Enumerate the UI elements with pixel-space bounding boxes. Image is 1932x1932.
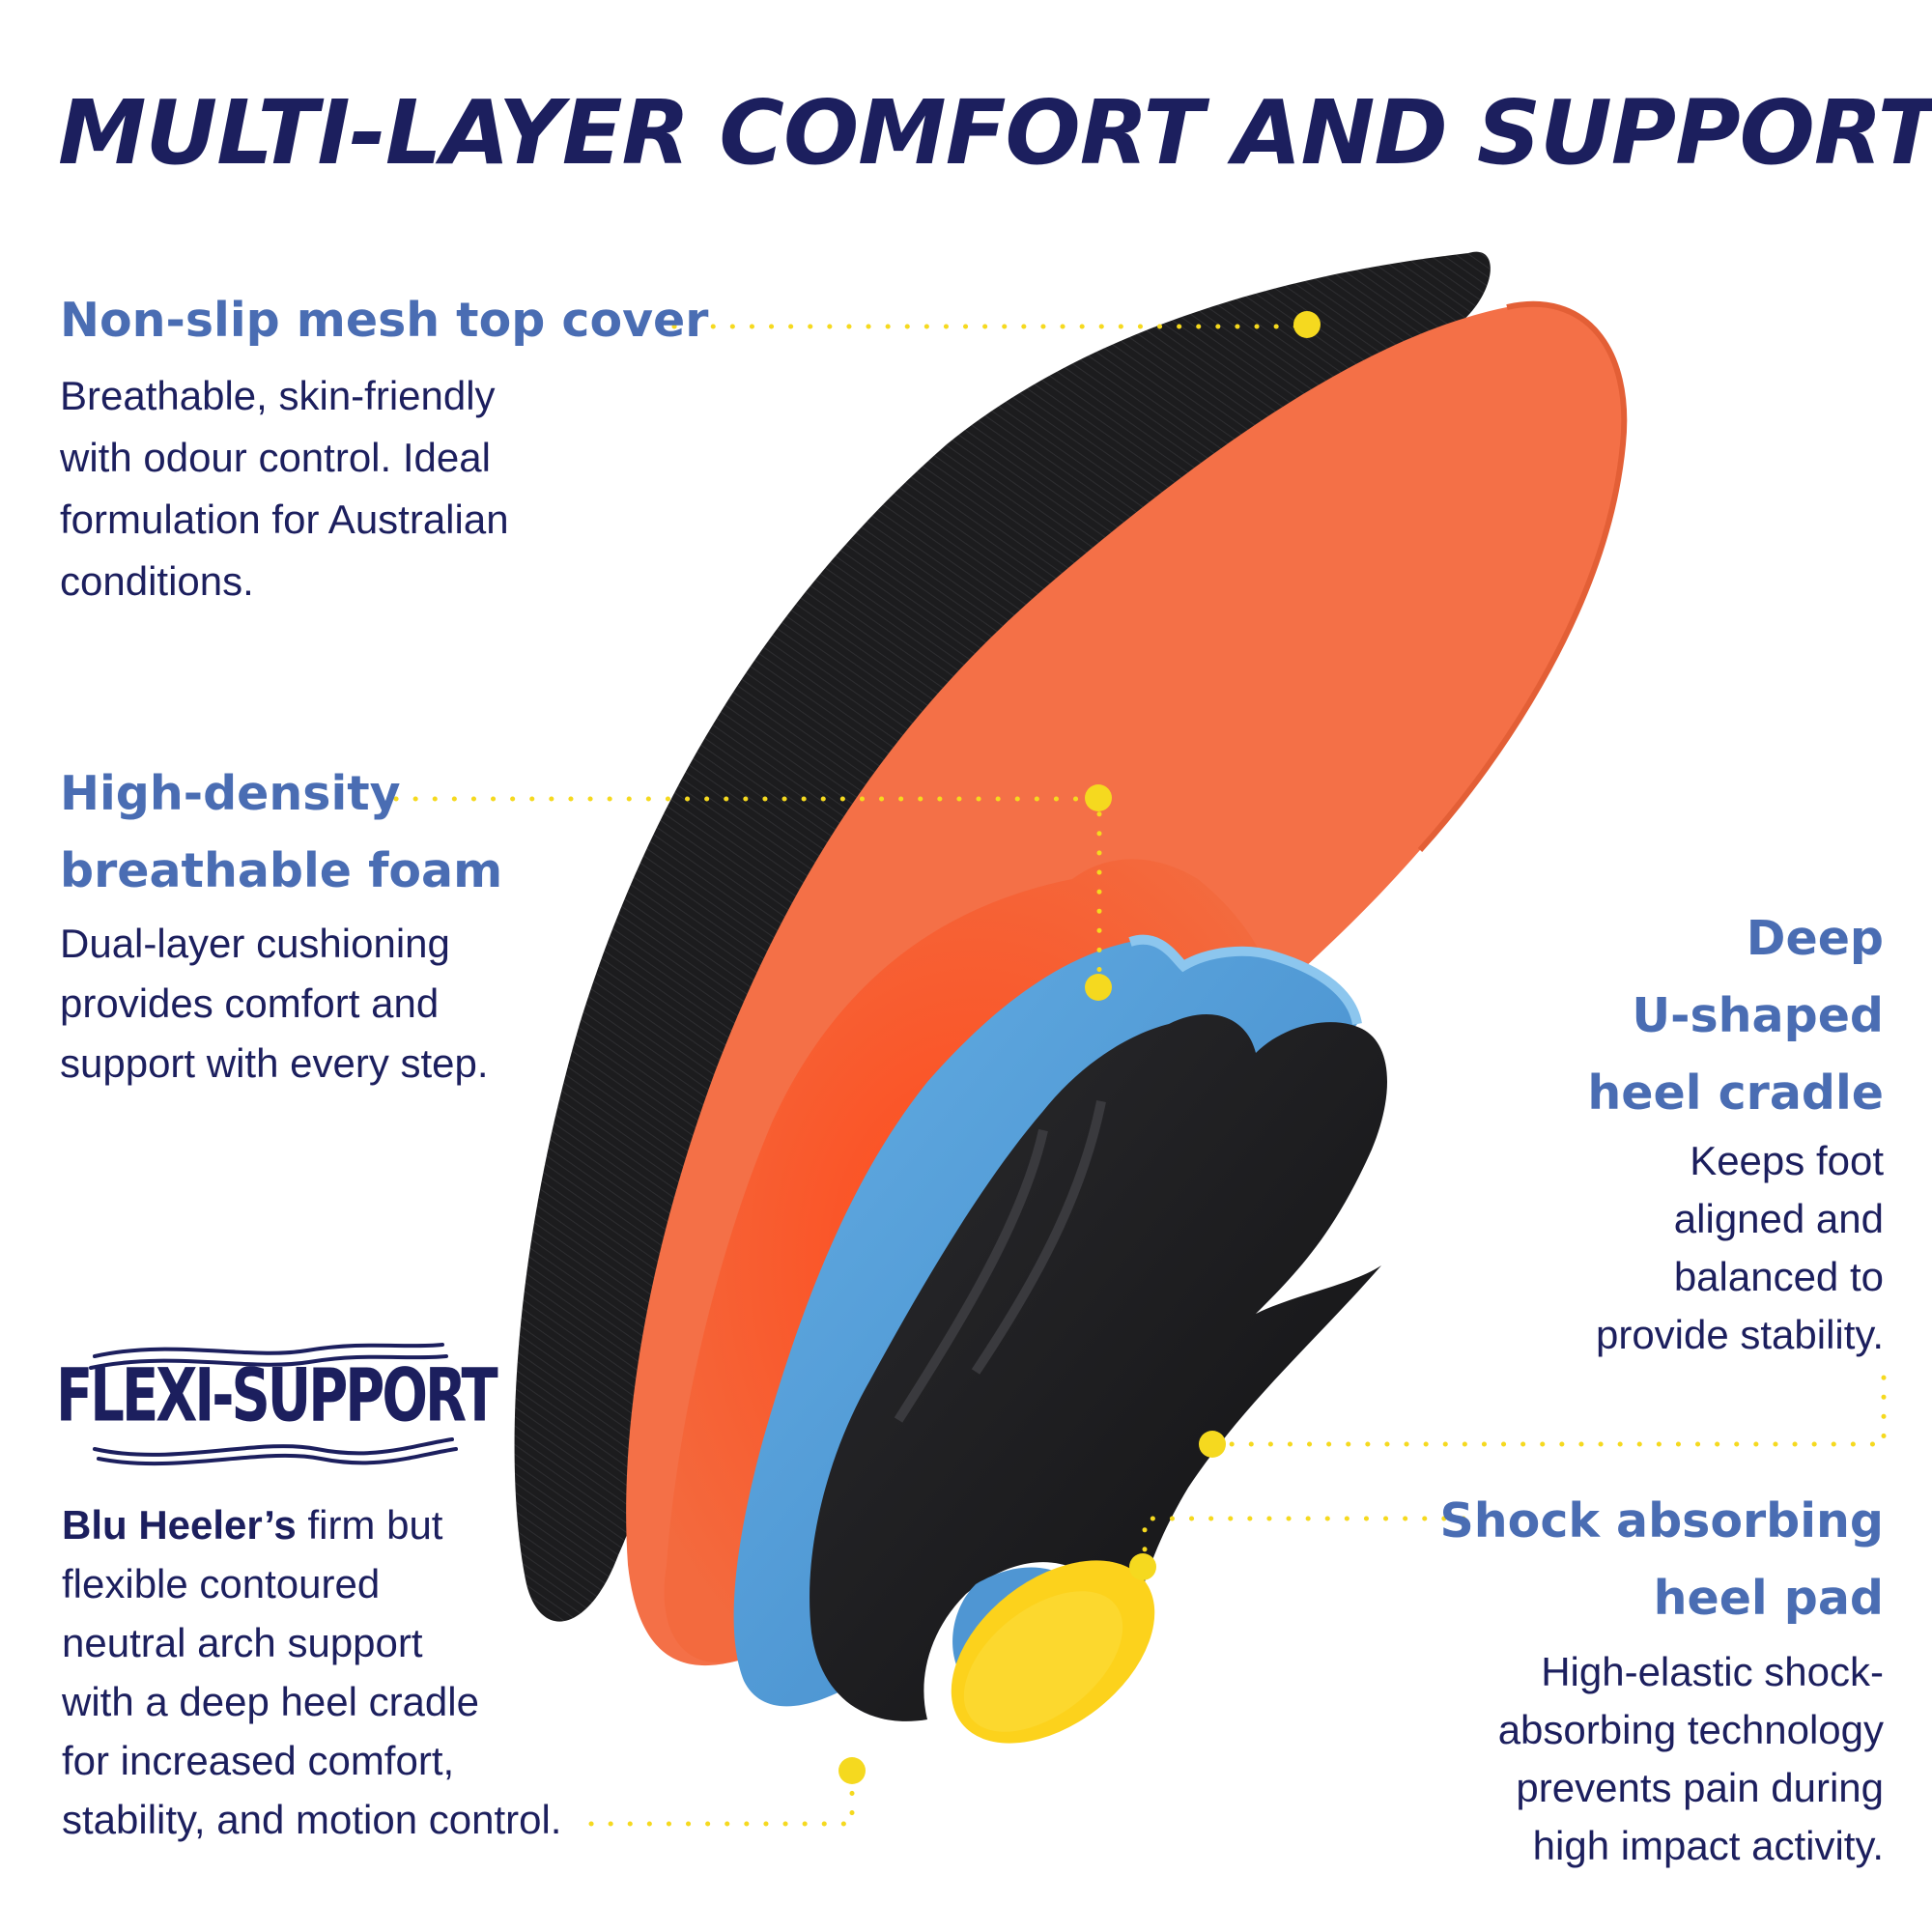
feature-mesh-cover: Non-slip mesh top cover Breathable, skin… xyxy=(60,282,709,612)
feature-heel-cradle: Deep U-shaped heel cradle Keeps foot ali… xyxy=(1439,900,1884,1364)
foam-callout-dot-bottom xyxy=(1085,974,1112,1001)
feature-mesh-desc-line: formulation for Australian xyxy=(60,497,509,542)
feature-foam-desc-line: support with every step. xyxy=(60,1040,489,1086)
arch-callout-dot xyxy=(838,1757,866,1784)
feature-heelpad-desc-line: high impact activity. xyxy=(1532,1823,1884,1868)
heelpad-callout-dot xyxy=(1129,1553,1156,1580)
feature-cradle-title-line: heel cradle xyxy=(1587,1065,1884,1121)
arch-desc-line: flexible contoured xyxy=(62,1561,381,1606)
feature-foam-desc-line: provides comfort and xyxy=(60,980,440,1026)
feature-foam-title-line: breathable foam xyxy=(60,843,503,898)
arch-desc-line: stability, and motion control. xyxy=(62,1797,562,1842)
flexi-support-logo: FLEXI-SUPPORT xyxy=(56,1331,498,1466)
feature-arch-support: Blu Heeler’s firm but flexible contoured… xyxy=(62,1495,641,1849)
feature-cradle-title-line: Deep xyxy=(1746,911,1884,966)
arch-desc-line: neutral arch support xyxy=(62,1620,423,1665)
feature-cradle-title-line: U-shaped xyxy=(1632,988,1884,1043)
mesh-callout-dot xyxy=(1293,311,1321,338)
feature-cradle-desc-line: provide stability. xyxy=(1595,1312,1884,1357)
feature-foam: High-density breathable foam Dual-layer … xyxy=(60,755,601,1094)
arch-desc-line: with a deep heel cradle xyxy=(62,1679,479,1724)
feature-heelpad-desc-line: High-elastic shock- xyxy=(1541,1649,1884,1694)
feature-cradle-desc-line: balanced to xyxy=(1673,1254,1884,1299)
page-title: MULTI-LAYER COMFORT AND SUPPORT xyxy=(58,81,1932,185)
arch-desc-first-rest: firm but xyxy=(296,1502,443,1548)
feature-foam-desc-line: Dual-layer cushioning xyxy=(60,921,450,966)
feature-mesh-desc-line: with odour control. Ideal xyxy=(60,435,491,480)
wave-lines-icon xyxy=(89,1343,458,1466)
feature-heelpad-desc-line: prevents pain during xyxy=(1516,1765,1884,1810)
feature-cradle-desc-line: aligned and xyxy=(1673,1196,1884,1241)
brand-lead: Blu Heeler’s xyxy=(62,1502,297,1548)
feature-heelpad-desc-line: absorbing technology xyxy=(1497,1707,1884,1752)
feature-cradle-desc-line: Keeps foot xyxy=(1690,1138,1884,1183)
foam-callout-dot-top xyxy=(1085,784,1112,811)
feature-mesh-title: Non-slip mesh top cover xyxy=(60,293,709,348)
arch-desc-line: for increased comfort, xyxy=(62,1738,455,1783)
heel-cradle-shell xyxy=(810,1014,1388,1721)
feature-heelpad-title-line: heel pad xyxy=(1653,1571,1884,1626)
cradle-callout-dot xyxy=(1199,1431,1226,1458)
feature-heel-pad: Shock absorbing heel pad High-elastic sh… xyxy=(1391,1483,1885,1875)
foam-leader-line xyxy=(393,796,1102,990)
feature-mesh-desc-line: conditions. xyxy=(60,558,254,604)
feature-mesh-desc-line: Breathable, skin-friendly xyxy=(60,373,496,418)
brand-name: FLEXI-SUPPORT xyxy=(56,1353,498,1439)
feature-heelpad-title-line: Shock absorbing xyxy=(1439,1493,1885,1548)
mesh-top-cover-layer xyxy=(514,251,1491,1622)
heel-pad xyxy=(951,1560,1155,1744)
cradle-leader-line xyxy=(1209,1359,1887,1447)
feature-foam-title-line: High-density xyxy=(60,766,401,821)
